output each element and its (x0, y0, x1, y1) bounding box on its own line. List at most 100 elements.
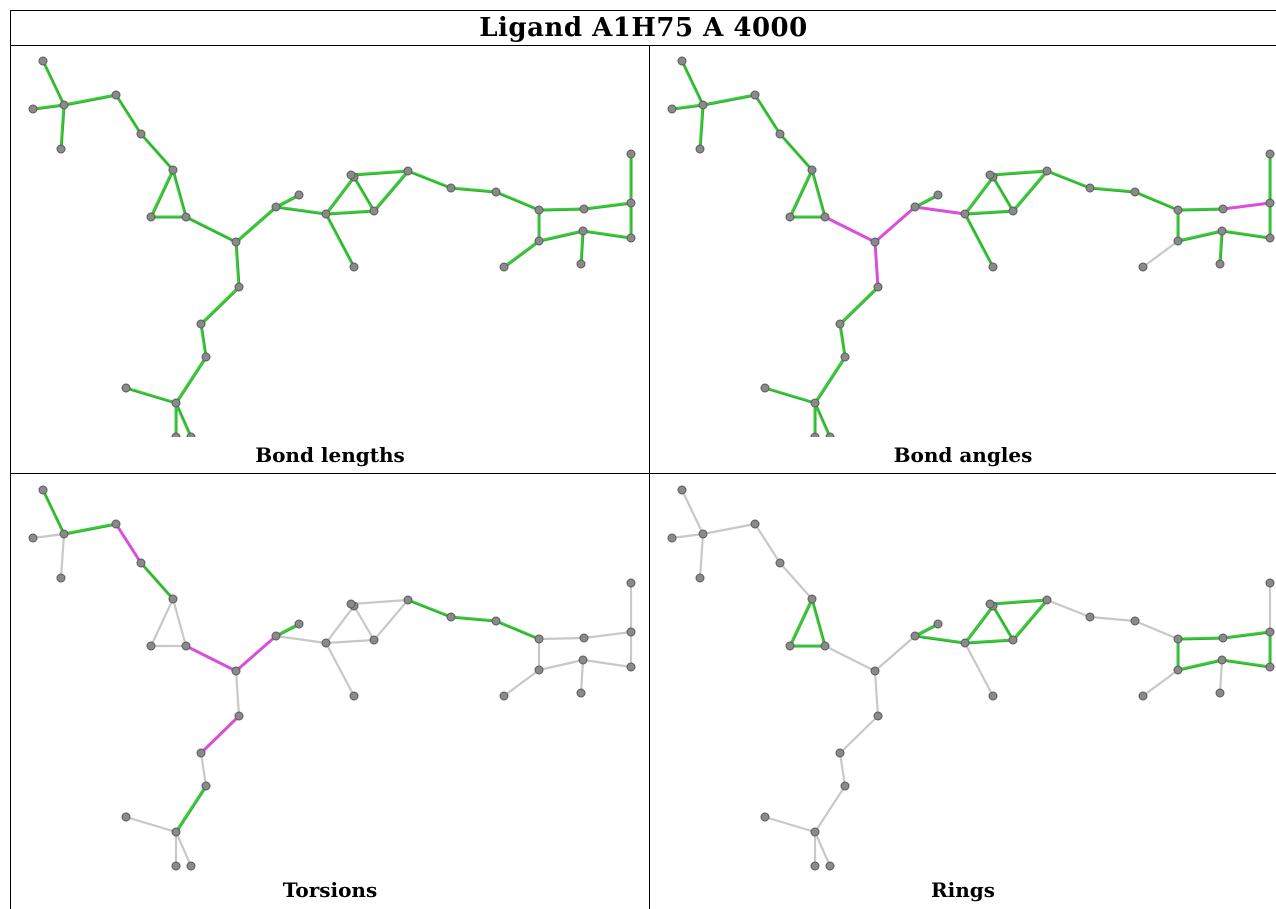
bond-shade (700, 105, 705, 151)
bond-good (1220, 658, 1272, 669)
atom (870, 666, 880, 676)
bond-shade (43, 61, 66, 107)
atom (346, 599, 356, 609)
atom (38, 485, 48, 495)
atom (910, 202, 920, 212)
bond-outlier (823, 215, 877, 244)
bond-shade (1222, 660, 1272, 669)
bond-good (913, 634, 967, 645)
atom (28, 104, 38, 114)
bond-neutral (149, 597, 175, 648)
atom (626, 233, 636, 243)
atom (499, 691, 509, 701)
atom (677, 56, 687, 66)
atom (446, 183, 456, 193)
atom (810, 432, 820, 437)
bond-neutral (349, 598, 410, 606)
atom (146, 212, 156, 222)
bond-shade (539, 231, 585, 243)
atom (760, 812, 770, 822)
bond-good (274, 205, 328, 216)
bond-shade (236, 242, 241, 289)
bond-shade (1178, 638, 1225, 641)
bond-shade (1178, 660, 1224, 672)
bond-good (537, 207, 586, 212)
bond-neutral (1088, 615, 1137, 623)
atom (168, 165, 178, 175)
atom (1215, 259, 1225, 269)
bond-good (149, 168, 175, 219)
bond-shade (1047, 171, 1092, 190)
molecule-bond-angles (667, 56, 1275, 437)
bond-good (502, 239, 541, 269)
atom (626, 578, 636, 588)
bond-neutral (59, 532, 66, 580)
bond-neutral (234, 669, 241, 718)
atom (171, 398, 181, 408)
atom (810, 398, 820, 408)
bond-good (1220, 229, 1272, 240)
bond-shade (993, 177, 1015, 213)
bond-shade (584, 203, 633, 211)
bond-outlier (913, 205, 967, 216)
bond-good (324, 175, 356, 216)
bond-neutral (763, 815, 817, 834)
bond-good (581, 229, 633, 240)
bond-neutral (838, 714, 880, 755)
caption-torsions: Torsions (282, 878, 378, 902)
atom (349, 262, 359, 272)
atom (121, 812, 131, 822)
atom (870, 237, 880, 247)
atom (186, 432, 196, 437)
bond-good (1176, 658, 1224, 672)
atom (960, 638, 970, 648)
atom (271, 202, 281, 212)
bond-good (537, 229, 585, 243)
bond-neutral (701, 522, 757, 536)
atom (346, 170, 356, 180)
atom (1138, 262, 1148, 272)
atom (1217, 655, 1227, 665)
atom (446, 612, 456, 622)
atom (28, 533, 38, 543)
bond-neutral (1218, 658, 1224, 695)
bond-shade (915, 636, 967, 645)
bond-neutral (963, 641, 995, 698)
atom (698, 100, 708, 110)
bond-good (406, 169, 453, 190)
atom (294, 619, 304, 629)
bond-shade (965, 177, 995, 216)
figure-frame: Ligand A1H75 A 4000 Bond lengths Bond an… (10, 10, 1276, 909)
atom (1008, 206, 1018, 216)
bond-good (701, 93, 757, 107)
atom (1265, 662, 1275, 672)
atom (677, 485, 687, 495)
atom (840, 781, 850, 791)
atom (626, 662, 636, 672)
atom (1085, 183, 1095, 193)
bond-shade (43, 490, 66, 536)
atom (578, 226, 588, 236)
atom (403, 166, 413, 176)
atom (985, 599, 995, 609)
atom (171, 432, 181, 437)
atom (136, 129, 146, 139)
bond-good (62, 93, 118, 107)
bond-good (988, 598, 1049, 606)
bond-shade (1090, 188, 1137, 194)
atom (750, 90, 760, 100)
atom (171, 861, 181, 871)
bond-good (670, 103, 705, 111)
bond-good (171, 168, 188, 219)
bond-shade (539, 209, 586, 212)
atom (1217, 226, 1227, 236)
bond-good (1011, 169, 1049, 213)
atom (1173, 634, 1183, 644)
atom (321, 209, 331, 219)
bond-shade (451, 617, 498, 623)
atom (985, 170, 995, 180)
bond-shade (408, 600, 453, 619)
bond-neutral (537, 636, 586, 641)
atom (534, 665, 544, 675)
bond-neutral (670, 532, 705, 540)
